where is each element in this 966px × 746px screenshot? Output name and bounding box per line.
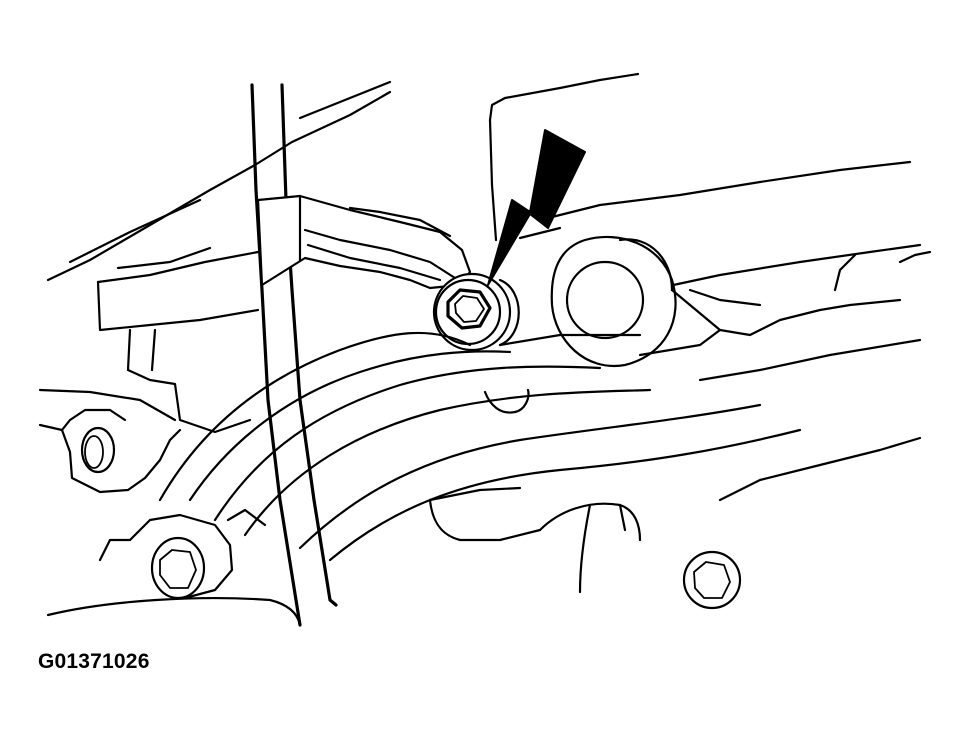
arrow-icon [488,130,585,285]
figure-id-label: G01371026 [38,650,150,673]
lower-left-bolt [130,510,265,598]
vertical-rod [252,85,336,625]
left-lower-housing [40,390,180,492]
left-bracket [98,248,258,432]
curved-ribs [160,333,920,560]
upper-housing-outline [48,74,920,290]
lower-housing-edges [48,438,920,625]
round-boss [552,237,676,366]
hex-bolt-icon [434,274,519,350]
lower-right-bolt [684,552,740,608]
bolt-hole-left [82,428,114,472]
rod-clamp [258,196,470,288]
right-housing [500,252,930,355]
